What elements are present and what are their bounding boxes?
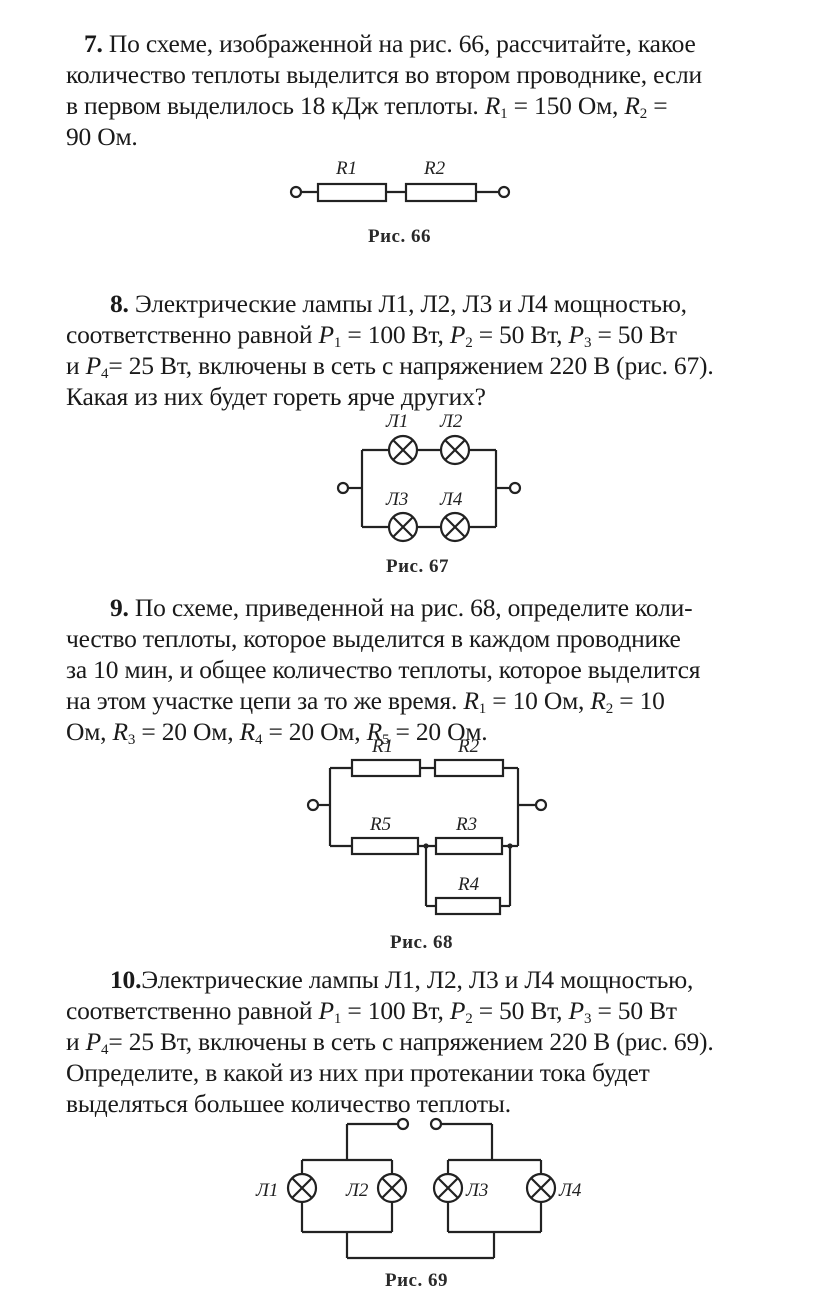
label-l3: Л3: [465, 1180, 488, 1201]
lamp-icon: [387, 434, 471, 543]
label-r2: R2: [423, 158, 446, 179]
figure-66-circuit: R1 R2: [289, 158, 511, 203]
label-l2: Л2: [345, 1180, 369, 1201]
problem-number: 9.: [110, 593, 129, 622]
label-l3: Л3: [385, 489, 408, 510]
label-l4: Л4: [558, 1180, 582, 1201]
problem-line: количество теплоты выделится во втором п…: [66, 60, 702, 89]
problem-line: По схеме, изображенной на рис. 66, рассч…: [108, 29, 696, 58]
lamp-icon: [286, 1172, 557, 1204]
label-r2: R2: [457, 736, 480, 757]
figure-66-caption: Рис. 66: [368, 226, 431, 247]
problem-7-text: 7. По схеме, изображенной на рис. 66, ра…: [66, 28, 784, 152]
label-l1: Л1: [385, 411, 408, 432]
problem-10-text: 10.Электрические лампы Л1, Л2, Л3 и Л4 м…: [66, 965, 714, 1118]
label-l4: Л4: [439, 489, 463, 510]
problem-number: 8.: [110, 289, 129, 318]
label-r1: R1: [335, 158, 357, 179]
problem-number: 10.: [110, 965, 142, 994]
problem-8-text: 8. Электрические лампы Л1, Л2, Л3 и Л4 м…: [66, 289, 714, 411]
problem-line: 90 Ом.: [66, 122, 138, 151]
figure-67-caption: Рис. 67: [386, 556, 449, 577]
problem-number: 7.: [84, 29, 103, 58]
problem-9-text: 9. По схеме, приведенной на рис. 68, опр…: [66, 593, 701, 748]
figure-68-circuit: R1 R2 R5 R3 R4: [306, 736, 548, 916]
label-l2: Л2: [439, 411, 463, 432]
figure-68-caption: Рис. 68: [390, 932, 453, 953]
label-l1: Л1: [255, 1180, 278, 1201]
label-r4: R4: [457, 874, 480, 895]
problem-line: в первом выделилось 18 кДж теплоты. R1 =…: [66, 91, 668, 122]
label-r1: R1: [371, 736, 393, 757]
figure-67-circuit: Л1 Л2 Л3 Л4: [336, 411, 522, 543]
figure-69-caption: Рис. 69: [385, 1270, 448, 1291]
label-r5: R5: [369, 814, 391, 835]
label-r3: R3: [455, 814, 477, 835]
